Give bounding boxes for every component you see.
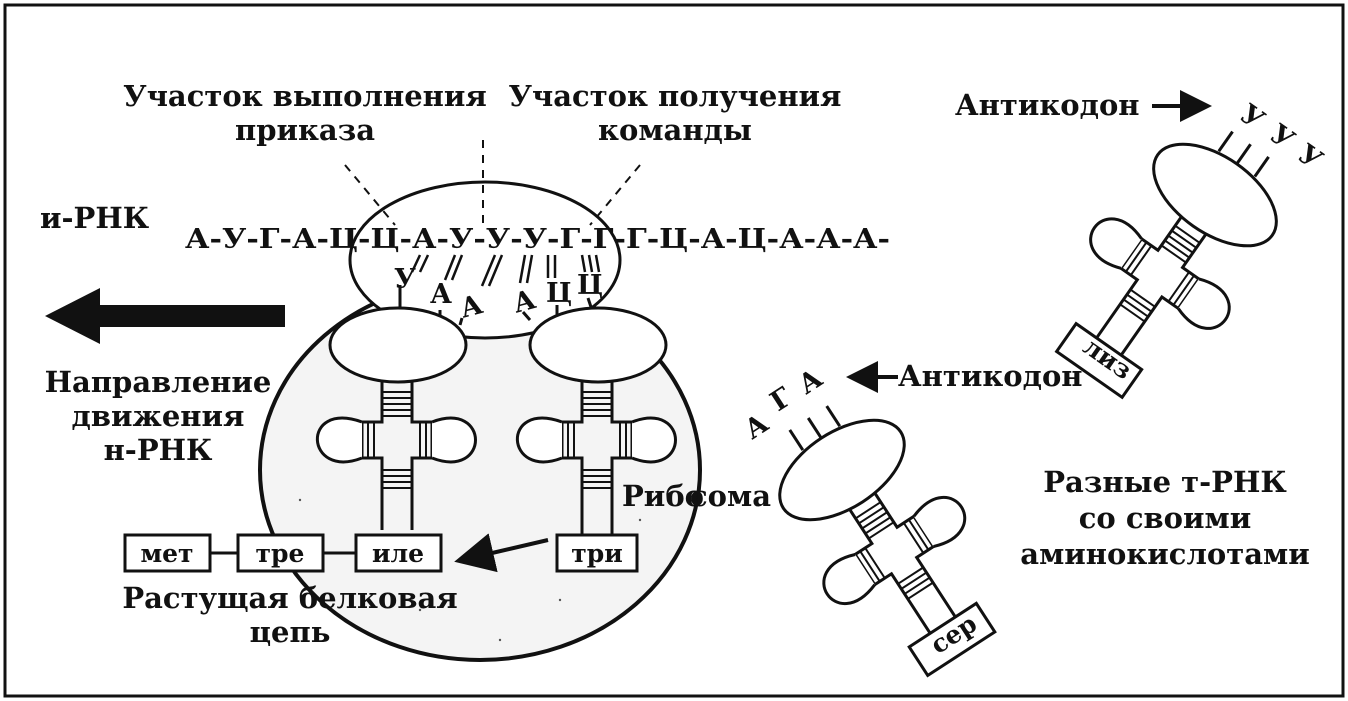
trna-serine — [778, 405, 997, 678]
chain-label-line1: Растущая белковая — [122, 581, 457, 615]
codon-anticodon-pairing — [410, 254, 601, 287]
growing-protein-chain — [123, 533, 443, 573]
anticodon-label-top: Антикодон — [955, 88, 1140, 122]
anticodon-left-1: У — [394, 264, 416, 295]
chain-label-line2: цепь — [250, 615, 331, 649]
anticodon-liz-2: У — [1264, 118, 1300, 156]
mrna-label: и-РНК — [40, 201, 150, 235]
site-execution-label-line1: Участок выполнения — [123, 79, 487, 113]
amino-acid-box-tri — [555, 533, 639, 573]
amino-acid-tri: три — [571, 539, 623, 568]
anticodon-right-3: Ц — [577, 270, 603, 301]
ribosome-small-subunit — [348, 180, 622, 340]
anticodon-liz-3: У — [1292, 138, 1328, 176]
anticodon-liz-1: У — [1234, 98, 1270, 136]
trna-label-line1: Разные т-РНК — [1043, 465, 1287, 499]
anticodon-right-2: Ц — [546, 278, 572, 309]
mrna-direction-arrow — [45, 288, 285, 344]
trna-label-line2: со своими — [1079, 501, 1251, 535]
peptide-transfer-arrow — [454, 533, 549, 573]
trna-label-line3: аминокислотами — [1020, 537, 1309, 571]
ribosome-label-part1: Рибо — [622, 479, 704, 513]
trna-right-in-ribosome — [515, 297, 677, 535]
anticodon-left-2: А — [430, 279, 452, 310]
anticodon-ser-2: Г — [765, 382, 798, 418]
ribosome-label-part2: сома — [690, 479, 771, 513]
direction-label-line1: Направление — [45, 365, 272, 399]
direction-label-line3: н-РНК — [104, 433, 213, 467]
anticodon-label-mid: Антикодон — [898, 359, 1083, 393]
anticodon-ser-1: А — [739, 408, 774, 446]
anticodon-ser-3: А — [793, 363, 828, 401]
trna-lizine — [1054, 130, 1278, 400]
amino-acid-tre: тре — [256, 539, 305, 568]
direction-label-line2: движения — [72, 399, 245, 433]
figure-frame — [3, 3, 1345, 698]
site-execution-label-line2: приказа — [235, 113, 375, 147]
leader-line-receive-site — [589, 164, 641, 226]
trna-left-in-ribosome — [315, 285, 477, 530]
amino-acid-met: мет — [140, 539, 193, 568]
amino-acid-ile: иле — [372, 539, 424, 568]
site-receive-label-line1: Участок получения — [509, 79, 842, 113]
leader-line-execution-site — [344, 164, 396, 226]
mrna-sequence: А-У-Г-А-Ц-Ц-А-У-У-У-Г-Г-Г-Ц-А-Ц-А-А-А- — [185, 224, 890, 255]
site-receive-label-line2: команды — [598, 113, 752, 147]
